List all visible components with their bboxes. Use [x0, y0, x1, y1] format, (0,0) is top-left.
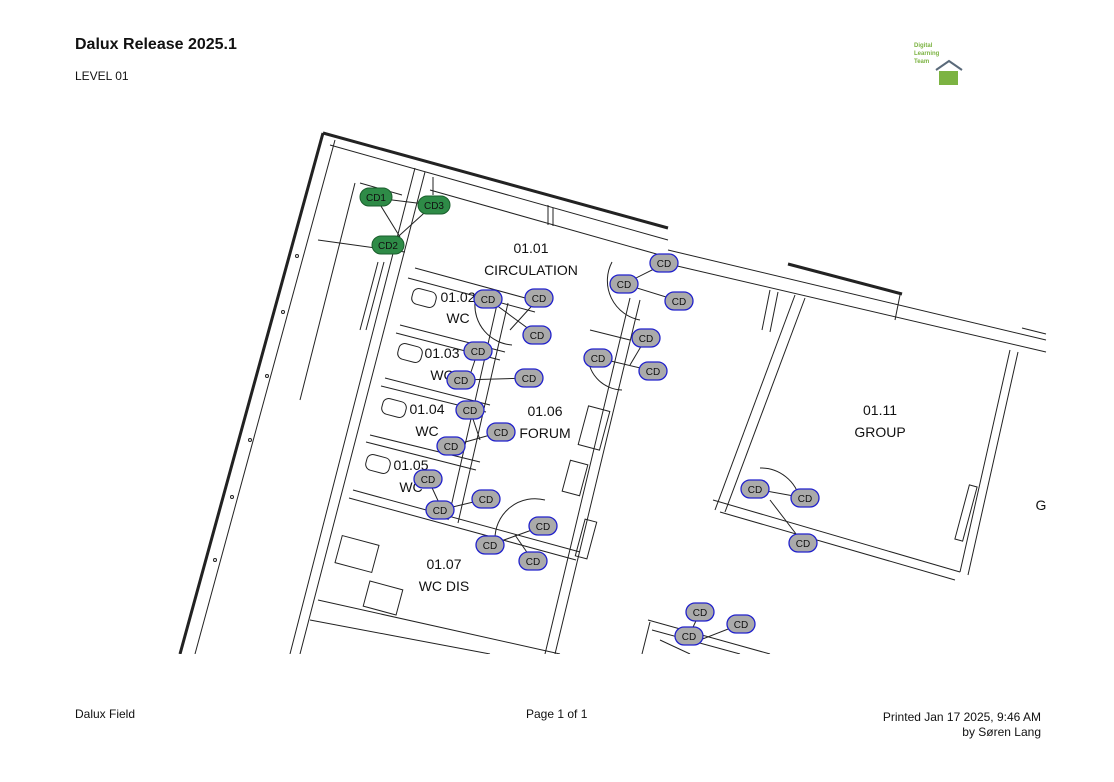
tag-cd3[interactable]: CD3 [417, 195, 451, 215]
tag-cd-label: CD [657, 259, 671, 270]
tag-cd-label: CD [530, 331, 544, 342]
room-name-0101[interactable]: CIRCULATION [484, 262, 578, 278]
footer-print-info: Printed Jan 17 2025, 9:46 AM by Søren La… [883, 710, 1041, 740]
tag-cd[interactable]: CD [522, 325, 552, 345]
tag-cd-label: CD [471, 347, 485, 358]
tag-cd-label: CD [421, 475, 435, 486]
tag-cd2-label: CD2 [378, 241, 398, 252]
tag-cd[interactable]: CD [425, 500, 455, 520]
tag-cd-label: CD [481, 295, 495, 306]
tag-cd[interactable]: CD [685, 602, 715, 622]
tag-cd[interactable]: CD [528, 516, 558, 536]
tag-cd-label: CD [672, 297, 686, 308]
digital-learning-team-logo: Digital Learning Team [914, 42, 974, 90]
tag-cd[interactable]: CD [788, 533, 818, 553]
footer-printed-by: by Søren Lang [962, 725, 1041, 739]
tag-cd1[interactable]: CD1 [359, 187, 393, 207]
page-title: Dalux Release 2025.1 [75, 36, 237, 53]
tag-cd1-label: CD1 [366, 193, 386, 204]
tag-cd-label: CD [617, 280, 631, 291]
tag-cd-label: CD [433, 506, 447, 517]
footer-printed-date: Printed Jan 17 2025, 9:46 AM [882, 710, 1041, 724]
tag-cd[interactable]: CD [609, 274, 639, 294]
tag-cd[interactable]: CD [463, 341, 493, 361]
room-number-0104[interactable]: 01.04 [409, 401, 444, 417]
room-name-0106[interactable]: FORUM [519, 425, 570, 441]
logo-text: Digital Learning Team [914, 43, 940, 65]
tag-cd[interactable]: CD [631, 328, 661, 348]
tag-cd-label: CD [494, 428, 508, 439]
tag-cd-label: CD [682, 632, 696, 643]
room-name-0104[interactable]: WC [415, 423, 438, 439]
tag-cd-label: CD [444, 442, 458, 453]
tag-cd-label: CD [479, 495, 493, 506]
tag-cd[interactable]: CD [638, 361, 668, 381]
tag-cd-label: CD [639, 334, 653, 345]
tag-cd[interactable]: CD [524, 288, 554, 308]
tag-cd3-label: CD3 [424, 201, 444, 212]
room-name-0107[interactable]: WC DIS [419, 578, 470, 594]
footer-app-name: Dalux Field [75, 707, 136, 721]
tag-cd[interactable]: CD [740, 479, 770, 499]
tag-cd-label: CD [463, 406, 477, 417]
tag-cd[interactable]: CD [455, 400, 485, 420]
room-name-0111[interactable]: GROUP [854, 424, 905, 440]
footer-page-number: Page 1 of 1 [526, 707, 588, 721]
room-number-0111[interactable]: 01.11 [863, 402, 897, 418]
room-number-0107[interactable]: 01.07 [426, 556, 461, 572]
tag-cd-label: CD [693, 608, 707, 619]
tag-cd-label: CD [483, 541, 497, 552]
tag-cd[interactable]: CD [664, 291, 694, 311]
tag-cd[interactable]: CD [436, 436, 466, 456]
tag-cd2[interactable]: CD2 [371, 235, 405, 255]
tag-cd-label: CD [798, 494, 812, 505]
tag-cd[interactable]: CD [583, 348, 613, 368]
tag-cd[interactable]: CD [486, 422, 516, 442]
tag-cd[interactable]: CD [518, 551, 548, 571]
tag-cd-label: CD [536, 522, 550, 533]
room-number-0102[interactable]: 01.02 [440, 289, 475, 305]
tag-cd[interactable]: CD [475, 535, 505, 555]
room-number-0103[interactable]: 01.03 [424, 345, 459, 361]
house-icon [935, 59, 963, 85]
tag-cd[interactable]: CD [790, 488, 820, 508]
tag-cd-label: CD [522, 374, 536, 385]
tag-cd-label: CD [646, 367, 660, 378]
tag-cd[interactable]: CD [514, 368, 544, 388]
tag-cd-label: CD [526, 557, 540, 568]
tag-cd-label: CD [748, 485, 762, 496]
tag-cd-label: CD [591, 354, 605, 365]
tag-cd[interactable]: CD [471, 489, 501, 509]
room-name-partial[interactable]: G [1036, 497, 1047, 513]
level-label: LEVEL 01 [75, 69, 129, 83]
tag-cd[interactable]: CD [413, 469, 443, 489]
tag-cd[interactable]: CD [649, 253, 679, 273]
tag-cd-label: CD [796, 539, 810, 550]
tag-cd-label: CD [454, 376, 468, 387]
room-number-0106[interactable]: 01.06 [527, 403, 562, 419]
tag-cd-label: CD [734, 620, 748, 631]
tag-cd[interactable]: CD [726, 614, 756, 634]
tag-cd[interactable]: CD [473, 289, 503, 309]
tag-cd[interactable]: CD [674, 626, 704, 646]
room-number-0105[interactable]: 01.05 [393, 457, 428, 473]
room-number-0101[interactable]: 01.01 [513, 240, 548, 256]
tag-cd[interactable]: CD [446, 370, 476, 390]
room-name-0102[interactable]: WC [446, 310, 469, 326]
tag-cd-label: CD [532, 294, 546, 305]
